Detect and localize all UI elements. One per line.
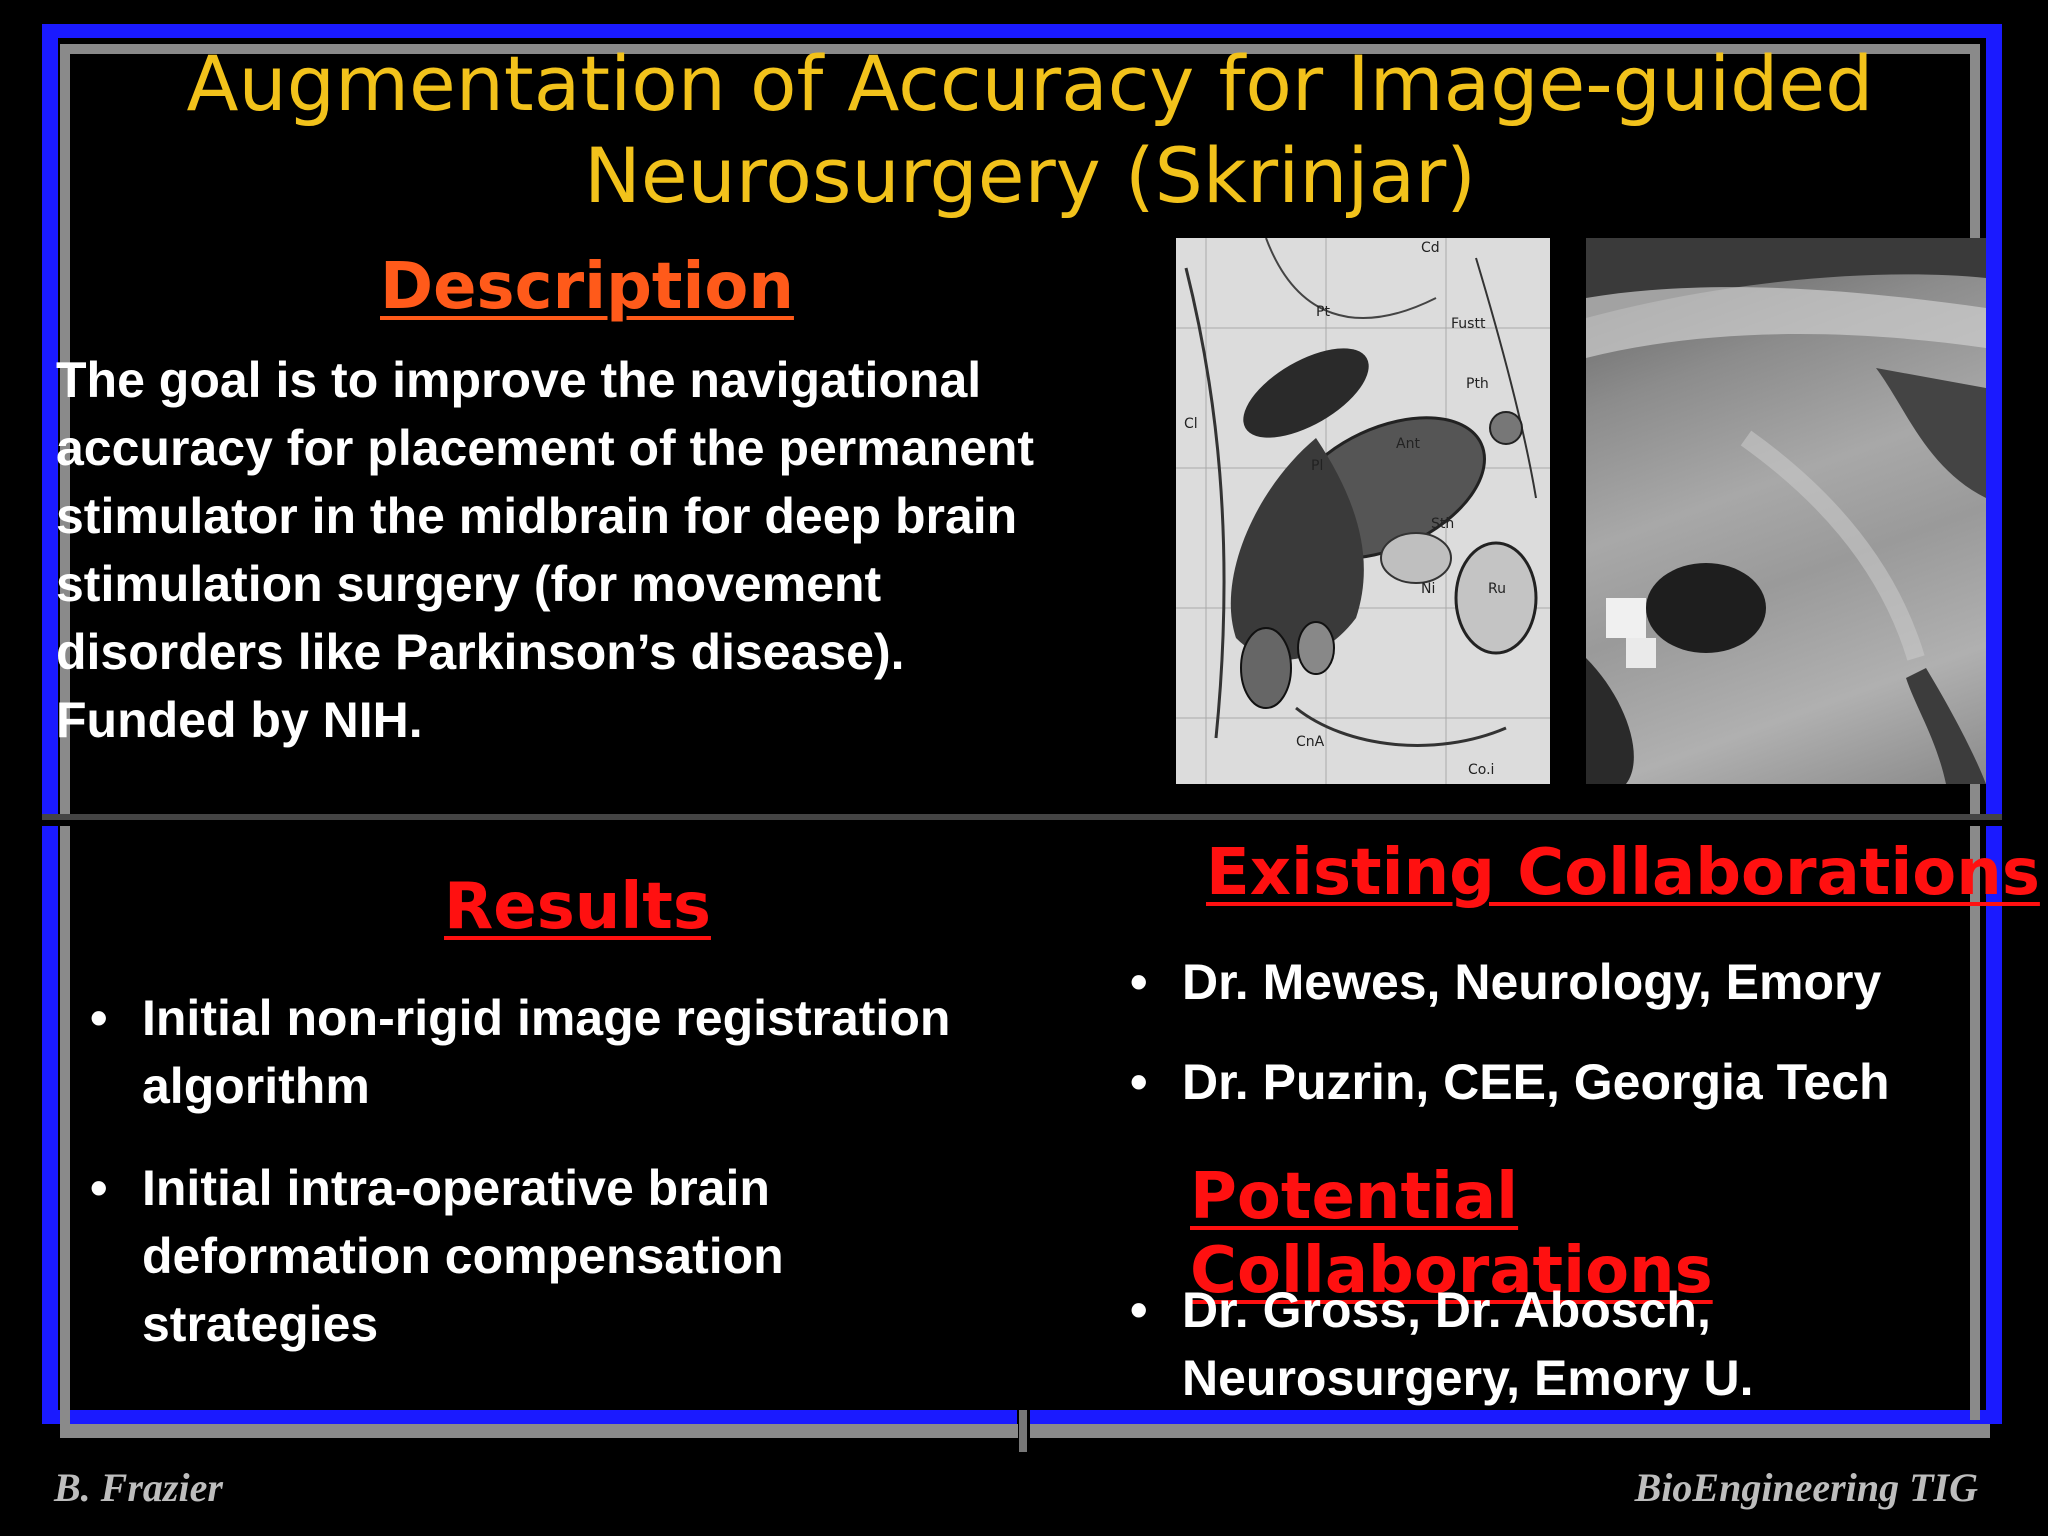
existing-item-text: Dr. Puzrin, CEE, Georgia Tech bbox=[1182, 1054, 1890, 1110]
bullet-icon: • bbox=[1130, 1282, 1148, 1338]
frame-bottom-gray-left bbox=[60, 1424, 1018, 1438]
bullet-icon: • bbox=[1130, 1054, 1148, 1110]
results-heading: Results bbox=[444, 870, 711, 944]
existing-collaborations-list: • Dr. Mewes, Neurology, Emory • Dr. Puzrin… bbox=[1130, 948, 1990, 1150]
title-line-2: Neurosurgery (Skrinjar) bbox=[584, 131, 1476, 220]
atlas-label: Fustt bbox=[1451, 316, 1486, 332]
slide-title: Augmentation of Accuracy for Image-guide… bbox=[120, 38, 1940, 222]
results-item-text: Initial intra-operative brain deformatio… bbox=[142, 1160, 784, 1352]
potential-collaborations-list: • Dr. Gross, Dr. Abosch, Neurosurgery, Em… bbox=[1130, 1276, 1850, 1446]
atlas-label: Pth bbox=[1466, 376, 1489, 392]
frame-top-gray bbox=[60, 44, 1980, 54]
bullet-icon: • bbox=[1130, 954, 1148, 1010]
potential-collaborations-heading: Potential Collaborations bbox=[1190, 1160, 1713, 1308]
frame-right-gray-2 bbox=[1970, 826, 1980, 1420]
footer-group: BioEngineering TIG bbox=[1634, 1465, 1978, 1510]
footer-author: B. Frazier bbox=[54, 1465, 223, 1510]
frame-divider-vertical bbox=[1019, 1410, 1027, 1452]
results-list: • Initial non-rigid image registration al… bbox=[90, 984, 990, 1392]
frame-right-top-blue bbox=[1986, 24, 2002, 814]
list-item: • Dr. Puzrin, CEE, Georgia Tech bbox=[1130, 1048, 1990, 1116]
atlas-label: Pl bbox=[1311, 458, 1323, 474]
existing-item-text: Dr. Mewes, Neurology, Emory bbox=[1182, 954, 1882, 1010]
atlas-label: CnA bbox=[1296, 734, 1325, 750]
brain-atlas-drawing: Pt Cd Fustt Cl Pth Sth Ru Ni CnA Co.i An… bbox=[1176, 238, 1550, 784]
potential-item-text: Dr. Gross, Dr. Abosch, Neurosurgery, Emo… bbox=[1182, 1282, 1754, 1406]
description-heading: Description bbox=[380, 250, 794, 324]
title-line-1: Augmentation of Accuracy for Image-guide… bbox=[186, 39, 1874, 128]
frame-bottom-gray-right bbox=[1030, 1424, 1990, 1438]
frame-left-bottom-blue bbox=[42, 826, 58, 1424]
atlas-label: Ni bbox=[1421, 581, 1435, 597]
frame-top-blue bbox=[42, 24, 2002, 38]
brain-atlas-image: Pt Cd Fustt Cl Pth Sth Ru Ni CnA Co.i An… bbox=[1176, 238, 1550, 784]
brain-mri-image bbox=[1586, 238, 1986, 784]
frame-bottom-right-blue bbox=[1030, 1410, 2002, 1424]
atlas-label: Ru bbox=[1488, 581, 1506, 597]
list-item: • Initial non-rigid image registration al… bbox=[90, 984, 990, 1120]
atlas-label: Co.i bbox=[1468, 762, 1494, 778]
bullet-icon: • bbox=[90, 990, 108, 1046]
list-item: • Initial intra-operative brain deformati… bbox=[90, 1154, 990, 1358]
frame-divider-horizontal bbox=[42, 814, 2002, 820]
frame-right-bottom-blue bbox=[1986, 826, 2002, 1424]
atlas-label: Cl bbox=[1184, 416, 1198, 432]
frame-left-gray bbox=[60, 44, 70, 814]
list-item: • Dr. Gross, Dr. Abosch, Neurosurgery, Em… bbox=[1130, 1276, 1850, 1412]
frame-left-gray-2 bbox=[60, 826, 70, 1426]
atlas-label: Sth bbox=[1431, 516, 1454, 532]
atlas-label: Cd bbox=[1421, 240, 1440, 256]
atlas-label: Ant bbox=[1396, 436, 1420, 452]
mri-drawing bbox=[1586, 238, 1986, 784]
frame-left-top-blue bbox=[42, 24, 58, 814]
bullet-icon: • bbox=[90, 1160, 108, 1216]
list-item: • Dr. Mewes, Neurology, Emory bbox=[1130, 948, 1990, 1016]
frame-bottom-left-blue bbox=[42, 1410, 1017, 1424]
atlas-label: Pt bbox=[1316, 304, 1330, 320]
results-item-text: Initial non-rigid image registration alg… bbox=[142, 990, 951, 1114]
existing-collaborations-heading: Existing Collaborations bbox=[1206, 836, 2040, 910]
description-text: The goal is to improve the navigational … bbox=[56, 352, 1035, 748]
